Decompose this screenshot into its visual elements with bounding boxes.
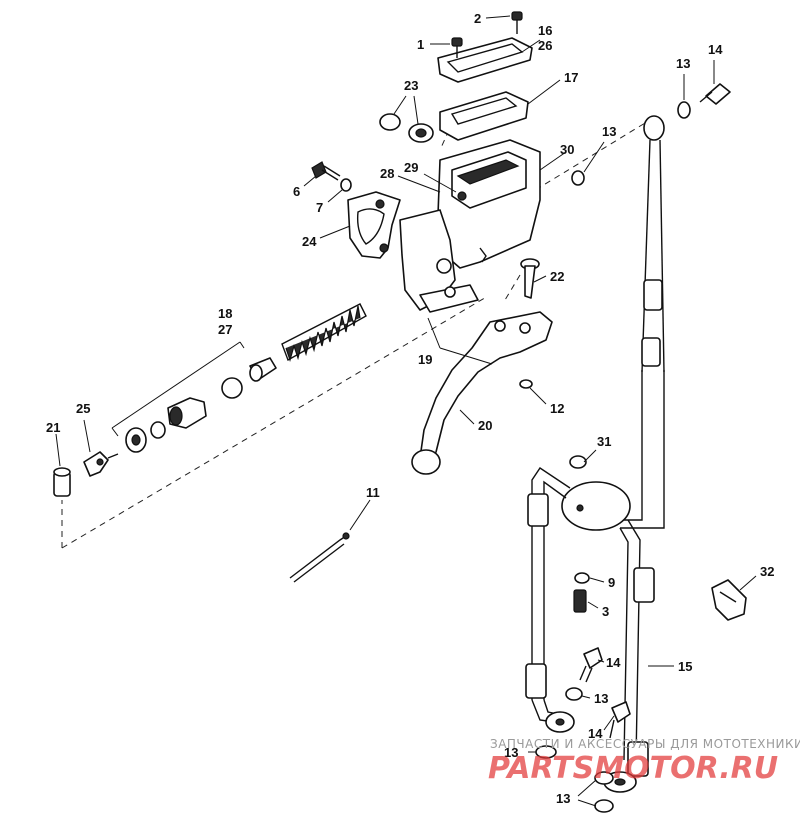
callout-20: 20 — [478, 418, 492, 433]
callout-11: 11 — [366, 485, 380, 500]
washer-13-mid — [571, 170, 585, 186]
callout-3: 3 — [602, 604, 609, 619]
callout-13-mid: 13 — [602, 124, 616, 139]
callout-15: 15 — [678, 659, 692, 674]
washer-9 — [574, 572, 590, 584]
switch-25 — [83, 451, 119, 477]
callout-28: 28 — [380, 166, 394, 181]
upper-hose — [620, 115, 665, 529]
callout-18: 18 — [218, 306, 232, 321]
handlebar-clamp-24 — [347, 191, 401, 259]
master-cylinder-body-30 — [399, 139, 541, 313]
piston-seal — [221, 377, 243, 399]
bolt-3 — [573, 589, 587, 613]
washer-13-low-c — [594, 799, 614, 813]
callout-6: 6 — [293, 184, 300, 199]
washer-7 — [340, 178, 352, 192]
callout-9: 9 — [608, 575, 615, 590]
callout-14-mid: 14 — [606, 655, 621, 670]
left-hose — [525, 467, 575, 733]
callout-1: 1 — [417, 37, 424, 52]
bushings-23 — [379, 113, 434, 143]
pivot-pin-22 — [520, 258, 540, 299]
watermark-brand: PARTSMOTOR.RU — [488, 751, 778, 786]
clamp-screw-6 — [311, 161, 341, 181]
watermark: ЗАПЧАСТИ И АКСЕССУАРЫ ДЛЯ МОТОТЕХНИКИ PA… — [488, 737, 800, 786]
callout-25: 25 — [76, 401, 90, 416]
washer-13-low-b — [594, 771, 614, 785]
banjo-bolt-14-mid — [579, 647, 603, 683]
washer-13-top — [677, 101, 691, 119]
bracket-line-18-27 — [111, 341, 245, 437]
leader-lines — [55, 15, 757, 807]
wire-11 — [289, 532, 350, 583]
callout-13-top: 13 — [676, 56, 690, 71]
callout-24: 24 — [302, 234, 317, 249]
callout-13-lowmid: 13 — [594, 691, 608, 706]
callout-7: 7 — [316, 200, 323, 215]
boot-21 — [53, 467, 71, 497]
callout-22: 22 — [550, 269, 564, 284]
callout-17: 17 — [564, 70, 578, 85]
callout-31: 31 — [597, 434, 611, 449]
spring-27 — [281, 303, 367, 363]
callout-13-bottom: 13 — [556, 791, 570, 806]
piston-18 — [125, 397, 207, 453]
watermark-caption: ЗАПЧАСТИ И АКСЕССУАРЫ ДЛЯ МОТОТЕХНИКИ — [490, 737, 800, 751]
junction-block — [561, 481, 631, 531]
callout-2: 2 — [474, 11, 481, 26]
callout-23: 23 — [404, 78, 418, 93]
callout-30: 30 — [560, 142, 574, 157]
callout-12: 12 — [550, 401, 564, 416]
callout-14-low: 14 — [588, 726, 603, 741]
callout-14-top: 14 — [708, 42, 723, 57]
clutch-lever-20 — [411, 311, 553, 475]
callout-21: 21 — [46, 420, 60, 435]
piston-cup — [249, 357, 277, 382]
callout-29: 29 — [404, 160, 418, 175]
callout-26: 26 — [538, 38, 552, 53]
callout-19: 19 — [418, 352, 432, 367]
clip-32 — [711, 579, 747, 621]
nut-31 — [569, 455, 587, 469]
callout-numbers: 1 2 16 26 17 23 13 14 13 30 28 29 6 7 24… — [46, 11, 774, 806]
cover-screws — [451, 11, 523, 58]
callout-16: 16 — [538, 23, 552, 38]
banjo-bolt-14-top — [699, 83, 731, 105]
washer-13-lowmid — [565, 687, 583, 701]
banjo-bolt-14-low — [609, 701, 631, 739]
callout-13-low: 13 — [504, 745, 518, 760]
callout-32: 32 — [760, 564, 774, 579]
callout-27: 27 — [218, 322, 232, 337]
cover-gasket-17 — [439, 91, 529, 141]
